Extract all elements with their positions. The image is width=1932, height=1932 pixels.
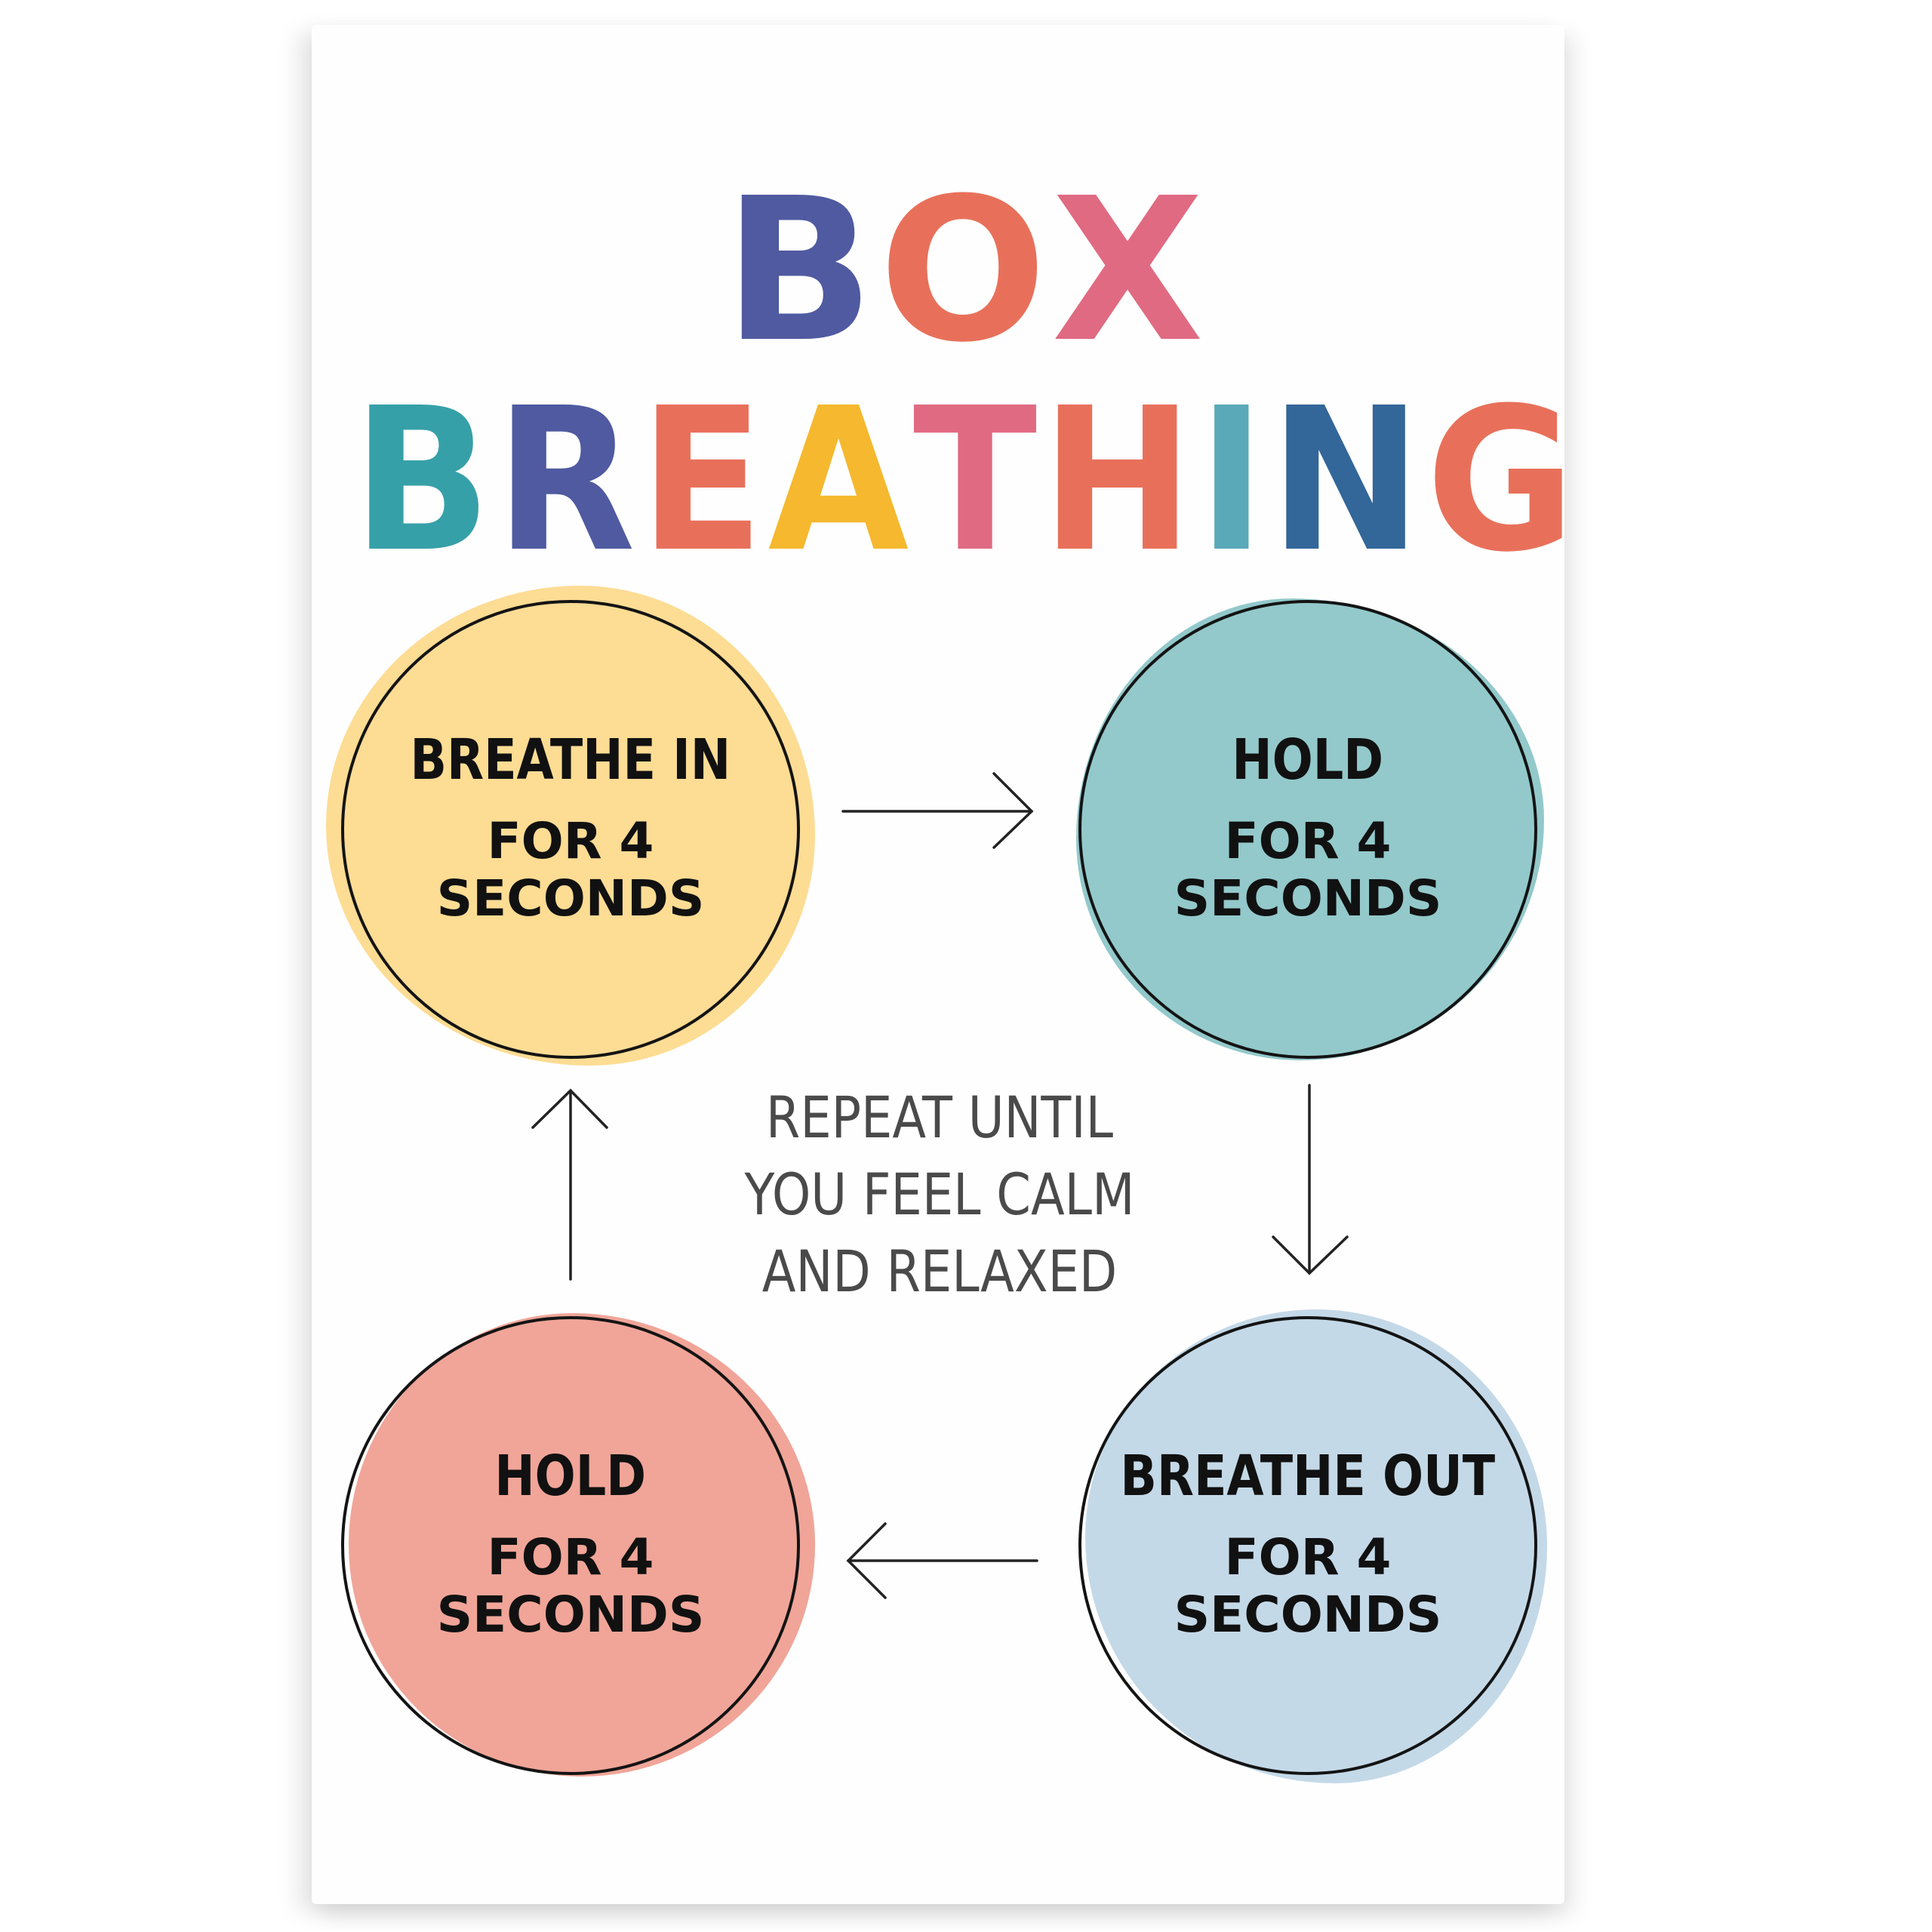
step-breathe-out: BREATHE OUT FOR 4 SECONDS [1078,1316,1537,1775]
title-letter: G [1426,365,1580,595]
step-hold-1: HOLD FOR 4 SECONDS [1078,600,1537,1059]
step-duration-line2: SECONDS [1174,1585,1442,1644]
step-ring-hold-2 [341,1316,800,1775]
step-duration-line2: SECONDS [436,869,705,928]
title-letter: B [723,155,879,386]
arrow-down-icon [1272,1084,1349,1275]
title-letter: E [639,365,768,595]
arrow-left-icon [846,1522,1038,1599]
step-duration-line2: SECONDS [436,1585,705,1644]
title-letter: H [1041,365,1198,595]
title-breathing: BREATHING [77,382,1854,580]
title-letter: I [1197,365,1270,595]
step-hold-2: HOLD FOR 4 SECONDS [341,1316,800,1775]
title-letter: O [878,155,1052,386]
step-action: BREATHE IN [410,728,731,793]
arrow-right-icon [841,772,1034,849]
step-duration-line1: FOR 4 [487,1527,654,1586]
center-message-line: AND RELAXED [761,1238,1118,1305]
step-ring-hold-1 [1078,600,1537,1059]
arrow-up-icon [531,1088,608,1281]
step-duration-line1: FOR 4 [1224,811,1392,870]
step-action: HOLD [1232,728,1384,793]
title-letter: A [768,365,913,595]
title-letter: N [1269,365,1426,595]
step-ring-breathe-in [341,600,800,1059]
title-letter: B [352,365,496,595]
title-letter: R [495,365,640,595]
step-duration-line1: FOR 4 [487,811,654,870]
center-message-line: YOU FEEL CALM [744,1161,1135,1228]
title-letter: X [1051,155,1209,386]
center-message: REPEAT UNTIL YOU FEEL CALM AND RELAXED [703,1079,1177,1310]
title-box: BOX [0,172,1932,370]
step-action: BREATHE OUT [1120,1444,1496,1509]
step-ring-breathe-out [1078,1316,1537,1775]
title-letter: T [912,365,1041,595]
step-duration-line1: FOR 4 [1224,1527,1392,1586]
center-message-line: REPEAT UNTIL [765,1084,1114,1151]
step-breathe-in: BREATHE IN FOR 4 SECONDS [341,600,800,1059]
step-duration-line2: SECONDS [1174,869,1442,928]
step-action: HOLD [494,1444,647,1509]
